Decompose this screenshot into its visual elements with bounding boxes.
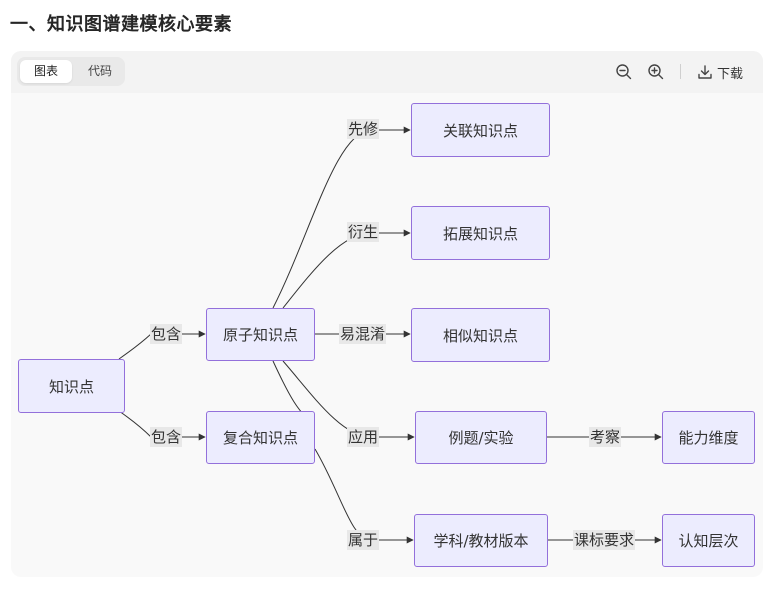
- tab-chart[interactable]: 图表: [20, 60, 72, 83]
- node-example: 例题/实验: [415, 411, 547, 464]
- toolbar: 图表 代码 下载: [11, 51, 763, 93]
- diagram-canvas: 知识点 原子知识点 复合知识点 关联知识点 拓展知识点 相似知识点 例题/实验 …: [11, 93, 763, 577]
- tab-code[interactable]: 代码: [87, 64, 112, 78]
- download-button[interactable]: 下载: [697, 61, 743, 83]
- edge-label-derived: 衍生: [347, 222, 380, 242]
- edge-label-belongs: 属于: [347, 530, 380, 550]
- node-compound: 复合知识点: [206, 411, 315, 464]
- download-icon: [698, 65, 712, 79]
- edge-atomic-related: [272, 126, 411, 309]
- edge-label-prerequisite: 先修: [347, 119, 380, 139]
- node-subject: 学科/教材版本: [414, 514, 548, 567]
- node-similar: 相似知识点: [411, 308, 550, 362]
- zoom-out-icon[interactable]: [615, 63, 633, 81]
- page-title: 一、知识图谱建模核心要素: [10, 14, 232, 35]
- edge-label-contains-2: 包含: [150, 427, 183, 447]
- node-related: 关联知识点: [411, 103, 550, 157]
- edge-compound-subject: [314, 448, 414, 544]
- node-ability: 能力维度: [662, 411, 755, 464]
- edge-atomic-extended: [282, 229, 411, 309]
- edge-label-confusable: 易混淆: [339, 324, 387, 344]
- node-extended: 拓展知识点: [411, 206, 550, 260]
- diagram-edges: [118, 126, 662, 544]
- edge-label-curriculum: 课标要求: [573, 530, 636, 550]
- node-cognition: 认知层次: [662, 514, 755, 567]
- edge-label-examine: 考察: [589, 427, 622, 447]
- node-root: 知识点: [18, 359, 125, 413]
- toolbar-divider: [680, 64, 681, 79]
- node-atomic: 原子知识点: [206, 308, 315, 361]
- view-toggle: 图表 代码: [17, 57, 125, 86]
- edge-label-contains-1: 包含: [150, 324, 183, 344]
- download-label: 下载: [717, 66, 744, 82]
- edge-label-application: 应用: [347, 427, 380, 447]
- diagram-card: 图表 代码 下载: [11, 51, 763, 577]
- zoom-in-icon[interactable]: [647, 63, 665, 81]
